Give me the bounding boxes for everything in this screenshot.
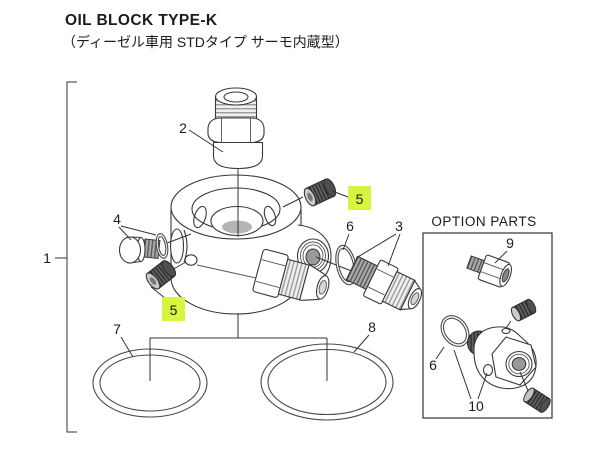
left-port-opening (169, 228, 185, 264)
option-parts-border (422, 232, 553, 419)
assembly-bracket-1: 1 (43, 81, 77, 433)
callout-7-group: 7 (113, 321, 134, 358)
part-10-housing (467, 298, 551, 413)
part-4-plug (118, 233, 169, 264)
callout-3: 3 (395, 218, 403, 234)
part-4-washer (155, 233, 169, 259)
callout-8-group: 8 (353, 319, 376, 353)
callout-10: 10 (468, 398, 484, 414)
part-7-oring (92, 348, 208, 418)
bottom-branch-lines (149, 337, 328, 381)
callout-10-group: 10 (453, 349, 488, 414)
page-subtitle: （ディーゼル車用 STDタイプ サーモ内蔵型） (62, 34, 349, 50)
part-3-fitting (345, 255, 423, 311)
callout-5-top-group: 5 (348, 186, 371, 210)
part-10-side-hole (482, 363, 494, 377)
callout-6-option-group: 6 (429, 346, 445, 373)
callout-9-group: 9 (494, 235, 514, 264)
highlight-5-top (348, 186, 371, 210)
callout-5-bottom-group: 5 (162, 297, 185, 321)
small-port-hole (184, 254, 198, 266)
callout-4-group: 4 (113, 211, 157, 241)
part-8-oring (260, 343, 394, 421)
highlight-5-bottom (162, 297, 185, 321)
part-2-fitting (207, 87, 265, 170)
part-10-top-cap (510, 298, 537, 322)
callout-5-top: 5 (356, 191, 364, 207)
callout-9: 9 (506, 235, 514, 251)
callout-7: 7 (113, 321, 121, 337)
option-parts-box: OPTION PARTS 9 (422, 214, 553, 419)
callout-6-option: 6 (429, 357, 437, 373)
callout-1: 1 (43, 250, 51, 266)
part-5-bottom-plug (145, 260, 177, 290)
axis-line-left (166, 233, 192, 244)
center-bore-shade (222, 220, 252, 234)
callout-8: 8 (368, 319, 376, 335)
leader-5-top (282, 196, 304, 208)
callout-4: 4 (113, 211, 121, 227)
callout-3-group: 3 (355, 218, 403, 267)
part-5-top-plug (303, 178, 337, 207)
axis-line-right (315, 256, 355, 273)
callout-2-group: 2 (179, 120, 224, 153)
part-9-adapter (466, 254, 512, 288)
callout-2: 2 (179, 120, 187, 136)
callout-6-main-group: 6 (342, 218, 354, 251)
front-male-fitting (252, 248, 330, 301)
option-parts-title: OPTION PARTS (431, 214, 536, 229)
part-10-bottom-plug (523, 387, 551, 413)
page-title: OIL BLOCK TYPE-K (65, 12, 218, 29)
callout-5-bottom: 5 (170, 302, 178, 318)
part-6-oring-option (440, 315, 470, 347)
callout-6-main: 6 (346, 218, 354, 234)
